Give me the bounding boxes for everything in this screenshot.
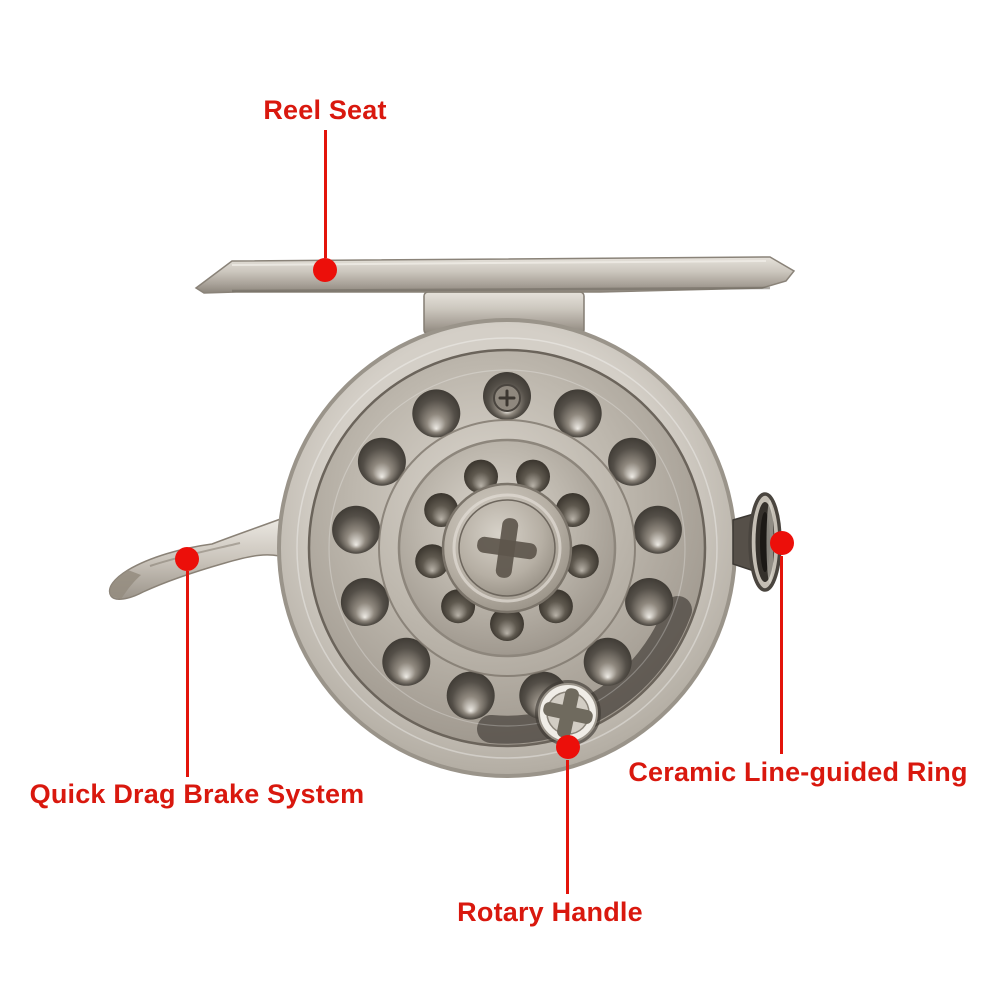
- phillips-cross: [477, 518, 537, 578]
- inner-hole: [490, 607, 524, 641]
- spool-hole: [625, 578, 674, 626]
- callout-line-ceramic-line-guided-ring: [780, 556, 783, 754]
- callout-line-rotary-handle: [566, 760, 569, 894]
- spool-hole: [446, 671, 495, 720]
- label-ceramic-line-guided-ring: Ceramic Line-guided Ring: [628, 757, 968, 787]
- hub-screw: [441, 482, 573, 614]
- spool-hole: [340, 578, 389, 626]
- label-quick-drag-brake-system: Quick Drag Brake System: [29, 779, 365, 809]
- inner-hole: [516, 459, 550, 494]
- spool-hole: [553, 389, 602, 438]
- callout-dot-rotary-handle: [556, 735, 580, 759]
- handle-screw: [535, 680, 601, 746]
- spool-hole: [608, 437, 657, 486]
- callout-line-reel-seat: [324, 130, 327, 258]
- spool-gap-shadow: [477, 596, 692, 744]
- inner-hole: [415, 544, 450, 579]
- spool-hole: [412, 389, 461, 438]
- callout-dot-quick-drag-brake-system: [175, 547, 199, 571]
- handle-phillips-cross: [543, 688, 593, 738]
- callout-dot-reel-seat: [313, 258, 337, 282]
- line-guide-ring-shape: [732, 492, 782, 592]
- spool-hole: [633, 505, 682, 554]
- spool-hole: [357, 437, 406, 486]
- top-screw: [493, 384, 521, 412]
- label-rotary-handle: Rotary Handle: [457, 897, 643, 927]
- spool-hole: [332, 505, 381, 554]
- label-reel-seat: Reel Seat: [263, 95, 387, 125]
- inner-hole: [464, 459, 498, 494]
- reel-body: [277, 318, 737, 778]
- spool-hole: [382, 637, 431, 686]
- callout-line-quick-drag-brake-system: [186, 571, 189, 777]
- inner-hole: [564, 544, 599, 579]
- callout-dot-ceramic-line-guided-ring: [770, 531, 794, 555]
- spool-hole: [583, 637, 632, 686]
